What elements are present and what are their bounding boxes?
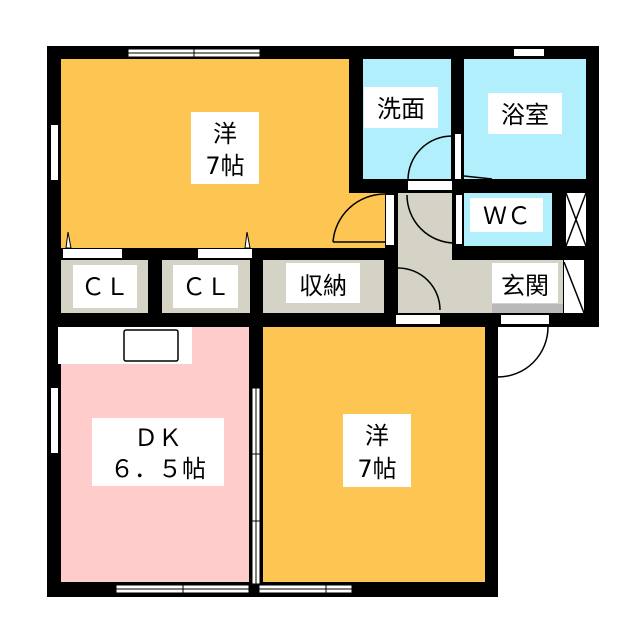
room-name: 洗面 — [377, 95, 425, 123]
room-name: 洋 — [365, 422, 389, 450]
window-top-rail — [128, 47, 260, 59]
room-name: 洋 — [213, 120, 237, 148]
label-western-top: 洋 7帖 — [191, 112, 259, 184]
label-storage: 収納 — [286, 263, 360, 303]
door-swing-western-top — [332, 193, 386, 243]
window-left-top — [51, 125, 58, 180]
door-washroom — [408, 181, 452, 190]
door-swing-hall — [397, 267, 441, 311]
label-closet-2: ＣＬ — [173, 265, 238, 308]
closet-door-2 — [198, 249, 252, 258]
pipe-space-mark — [565, 192, 587, 247]
door-swing-bathroom — [463, 175, 493, 180]
label-entrance: 玄関 — [492, 263, 558, 303]
door-swing-entrance — [497, 326, 549, 378]
room-size: 7帖 — [357, 455, 396, 483]
room-name: ＤＫ — [134, 424, 182, 452]
window-left-dk — [51, 388, 58, 453]
room-name: ＣＬ — [182, 273, 230, 301]
door-swing-toilet — [406, 194, 456, 244]
room-size: 7帖 — [205, 152, 244, 180]
room-name: ＣＬ — [81, 273, 129, 301]
door-storage-hall — [396, 315, 440, 324]
room-name: 浴室 — [501, 101, 549, 129]
closet-door-1 — [63, 249, 122, 258]
door-bathroom — [455, 134, 461, 179]
window-bottom-west-rail — [259, 582, 352, 596]
shoe-box-mark — [563, 261, 585, 314]
label-washroom: 洗面 — [364, 87, 438, 128]
entrance-door — [501, 315, 549, 324]
sliding-door-rail — [249, 388, 263, 584]
label-western-bottom: 洋 7帖 — [343, 414, 411, 487]
room-western-top-ext — [349, 193, 385, 248]
window-bottom-dk-rail — [116, 582, 249, 596]
door-toilet — [456, 195, 462, 244]
label-bathroom: 浴室 — [488, 93, 562, 134]
label-closet-1: ＣＬ — [73, 265, 137, 308]
entrance-step — [492, 304, 563, 313]
door-swing-washroom — [407, 135, 453, 181]
label-dining-kitchen: ＤＫ ６．５帖 — [92, 418, 224, 486]
room-name: ＷＣ — [483, 202, 531, 230]
window-bath — [514, 49, 544, 56]
label-toilet: ＷＣ — [470, 198, 543, 232]
room-size: ６．５帖 — [110, 455, 206, 483]
kitchen-sink — [123, 329, 179, 362]
room-name: 収納 — [299, 272, 347, 300]
room-name: 玄関 — [501, 272, 549, 300]
closet-door-marks — [65, 231, 251, 249]
door-western-top — [386, 195, 394, 245]
